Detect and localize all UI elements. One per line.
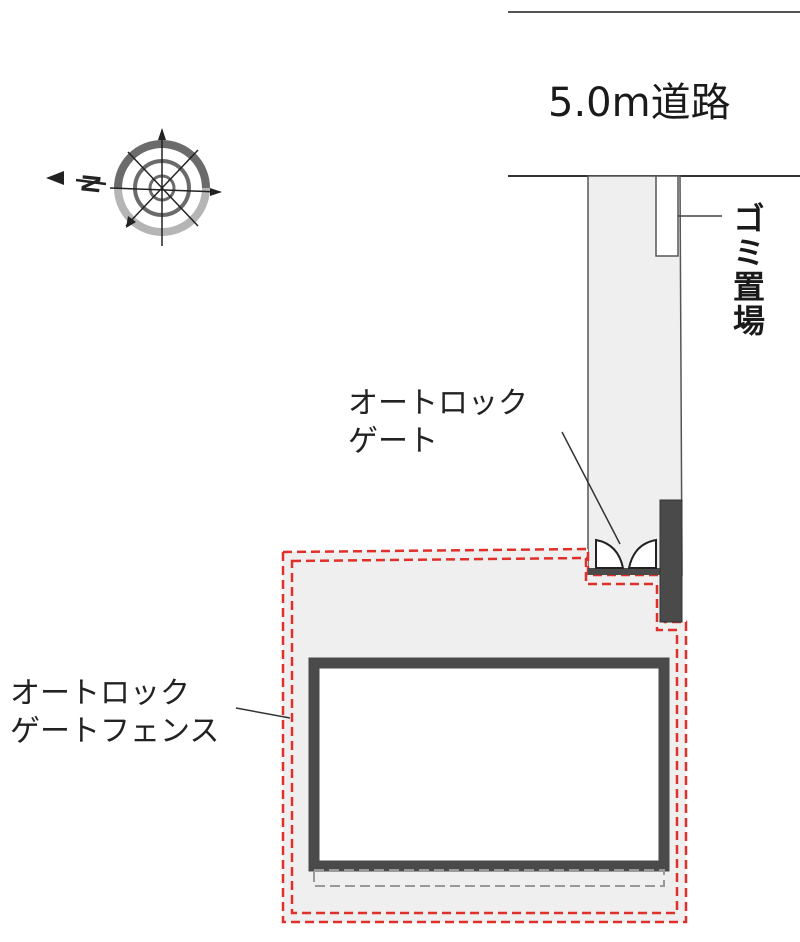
fence-leader xyxy=(235,707,291,719)
gate-leader xyxy=(561,431,621,545)
compass-north-letter: N xyxy=(75,173,107,195)
trash-area-box xyxy=(655,175,679,257)
autolock-gate-label: オートロック ゲート xyxy=(348,385,528,460)
autolock-gate-fence-label: オートロック ゲートフェンス xyxy=(10,675,219,750)
road-label: 5.0m道路 xyxy=(548,80,731,126)
autolock-gate-label-line1: オートロック xyxy=(348,386,528,421)
fence-dashed-inner xyxy=(290,556,679,915)
gate-wall-horizontal xyxy=(588,568,660,575)
building-outline xyxy=(308,657,670,872)
gate-wall-vertical xyxy=(659,499,683,623)
building-eave-dashed xyxy=(313,869,665,887)
autolock-gate-fence-label-line1: オートロック xyxy=(10,676,190,711)
gate-door-swing xyxy=(595,538,657,569)
trash-area-label: ゴミ置場 xyxy=(728,202,766,338)
autolock-gate-label-line2: ゲート xyxy=(348,423,438,459)
autolock-gate-fence-label-line2: ゲートフェンス xyxy=(10,713,220,749)
compass-icon: N xyxy=(46,128,222,246)
